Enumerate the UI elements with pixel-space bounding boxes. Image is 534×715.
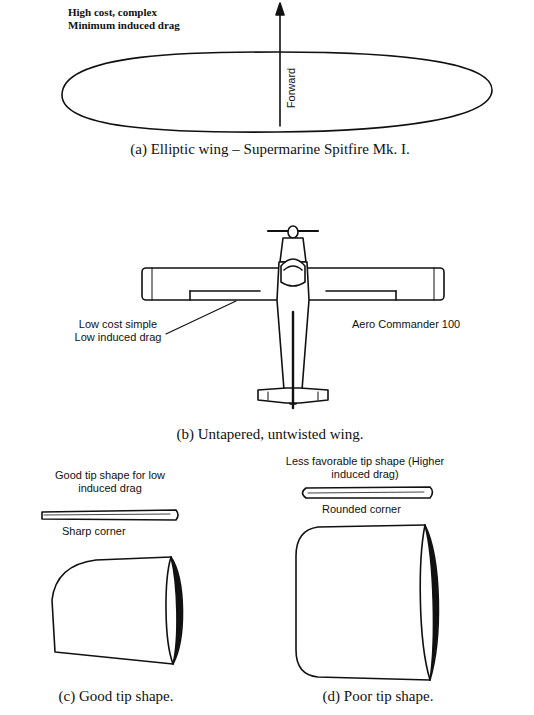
wing-root-section-fill [425, 525, 438, 680]
figure-caption: (c) Good tip shape. [6, 688, 226, 705]
wing-root-section [166, 557, 173, 664]
tip-section-sharp [42, 510, 178, 520]
callout-note: Good tip shape for low induced drag [40, 469, 180, 494]
callout-note: Sharp corner [62, 525, 126, 538]
elliptic-wing [62, 52, 492, 132]
callout-note: Rounded corner [322, 503, 401, 516]
callout-note: Less favorable tip shape (Higher induced… [285, 455, 445, 480]
aircraft-name: Aero Commander 100 [352, 318, 460, 331]
wing-root-section-fill [171, 557, 183, 664]
figure-caption: (d) Poor tip shape. [268, 688, 488, 705]
good-tip-planform [52, 557, 173, 664]
poor-tip-planform [296, 525, 430, 680]
forward-arrow [279, 12, 281, 126]
callout-note: Low cost simple Low induced drag [72, 318, 164, 343]
leader-line [166, 301, 236, 334]
note: Minimum induced drag [68, 19, 180, 32]
direction-label: Forward [285, 68, 298, 108]
note: High cost, complex [68, 6, 157, 19]
figure-caption: (b) Untapered, untwisted wing. [10, 426, 530, 443]
tip-section-rounded [303, 487, 433, 498]
figure-caption: (a) Elliptic wing – Supermarine Spitfire… [10, 141, 530, 158]
arrow-head [276, 3, 284, 15]
aircraft [142, 226, 444, 408]
